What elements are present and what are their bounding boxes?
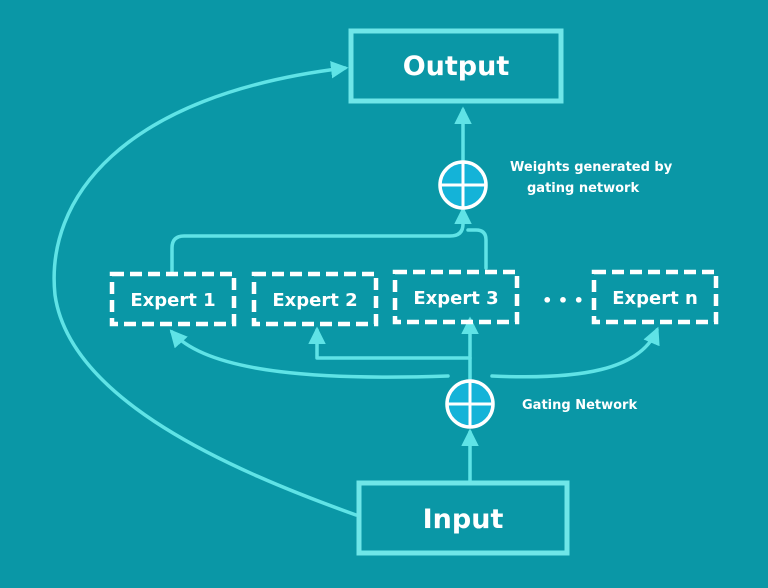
- connectors: [52, 60, 660, 517]
- output-box: Output: [348, 28, 564, 104]
- experts-ellipsis: • • •: [542, 291, 584, 310]
- gating-to-expert2-arrow: [308, 326, 472, 360]
- expert-box-3: Expert 3: [392, 269, 520, 325]
- expert-box-1: Expert 1: [109, 271, 237, 327]
- expert-box-2: Expert 2: [251, 271, 379, 327]
- weights-annotation-line1: Weights generated by: [510, 160, 673, 175]
- gating-combiner: [445, 379, 495, 429]
- gating-annotation: Gating Network: [522, 398, 637, 413]
- expert-1-label: Expert 1: [130, 290, 215, 311]
- input-box: Input: [356, 480, 570, 556]
- expert-3-label: Expert 3: [413, 288, 498, 309]
- expert-2-label: Expert 2: [272, 290, 357, 311]
- output-label: Output: [403, 51, 510, 82]
- expert1-to-combiner-arrow: [170, 206, 472, 274]
- expert3-to-combiner-line: [466, 228, 488, 270]
- input-label: Input: [423, 504, 504, 535]
- weights-annotation-line2: gating network: [527, 181, 639, 196]
- gating-to-expert1-arrow: [169, 329, 450, 379]
- input-to-output-skip-arrow: [52, 60, 358, 517]
- weights-combiner: [438, 160, 488, 210]
- expert-n-label: Expert n: [612, 288, 698, 309]
- gating-to-expertn-arrow: [490, 326, 660, 379]
- expert-box-n: Expert n: [591, 269, 719, 325]
